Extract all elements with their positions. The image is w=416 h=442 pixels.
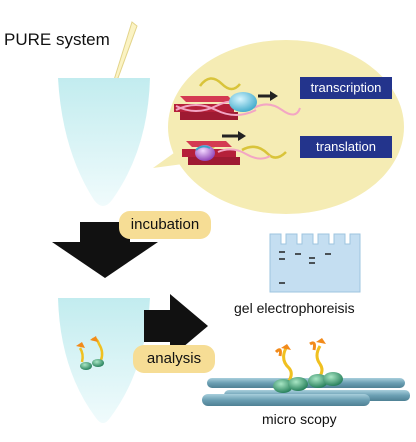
- reaction-tube-top: [58, 78, 150, 206]
- tube-products: [76, 336, 104, 370]
- gel-electrophoresis-label: gel electrophoreisis: [234, 300, 355, 316]
- incubation-label: incubation: [119, 211, 211, 239]
- diagram-title: PURE system: [4, 30, 110, 49]
- pipette-tip: [113, 21, 138, 81]
- analysis-label: analysis: [133, 345, 215, 373]
- incubation-text: incubation: [130, 216, 200, 233]
- translation-label: translation: [300, 136, 392, 158]
- transcription-label: transcription: [300, 77, 392, 99]
- analysis-text: analysis: [146, 350, 202, 367]
- transcription-complex: [174, 77, 301, 120]
- ribosome: [195, 145, 215, 161]
- rna-polymerase: [229, 92, 257, 112]
- right-arrow: [144, 294, 208, 358]
- reaction-tube-bottom: [58, 298, 150, 423]
- translation-complex: [182, 131, 287, 165]
- gel-image: [269, 233, 361, 293]
- microtubule-assay: [202, 338, 410, 406]
- down-arrow: [52, 222, 158, 278]
- reaction-bubble: [153, 40, 404, 214]
- microscopy-label: micro scopy: [262, 411, 337, 427]
